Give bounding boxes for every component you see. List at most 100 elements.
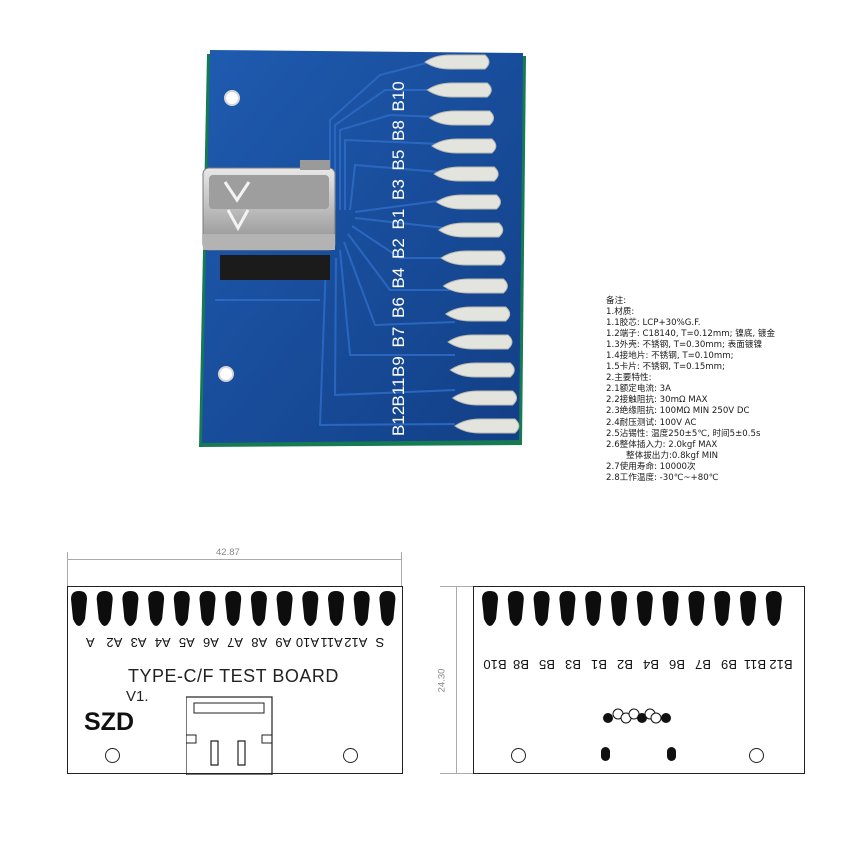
brand-logo-text: SZD	[84, 708, 134, 736]
width-dim-tick-left	[67, 552, 68, 586]
drawing-pad	[71, 591, 87, 626]
pcb-pin-label: B5	[389, 150, 408, 171]
drawing-pad	[148, 591, 165, 626]
pin-label: A4	[154, 635, 171, 650]
notes-line: 1.3外壳: 不锈钢, T=0.30mm; 表面镀镍	[606, 340, 763, 351]
drawing-pad	[225, 591, 242, 626]
notes-title: 备注:	[606, 296, 627, 306]
pcb-pin-label: B9	[389, 356, 408, 377]
notes-line: 2.2接触阻抗: 30mΩ MAX	[606, 395, 708, 406]
notes-line: 整体拔出力:0.8kgf MIN	[626, 450, 719, 461]
drawing-pad	[740, 591, 756, 626]
notes-line: 2.8工作温度: -30℃~+80℃	[606, 472, 719, 483]
mounting-hole-left-icon	[511, 748, 526, 763]
solder-pad	[442, 278, 508, 294]
back-pads	[482, 591, 782, 626]
solder-pad	[433, 166, 499, 182]
pin-label: A	[85, 635, 95, 650]
drawing-pad	[353, 591, 370, 626]
pcb-pin-label: B3	[389, 179, 408, 200]
drawing-pad	[533, 591, 550, 626]
height-dim-line	[456, 587, 457, 773]
mounting-hole-left-icon	[105, 748, 120, 763]
solder-pad	[426, 82, 492, 98]
width-dim-tick-right	[401, 552, 402, 586]
pcb-pin-label: B4	[389, 268, 408, 289]
drawing-pad	[585, 591, 602, 626]
notes-line: 2.3绝缘阻抗: 100MΩ MIN 250V DC	[606, 406, 750, 417]
mounting-hole-right-icon	[749, 748, 764, 763]
height-dim-tick-bottom	[440, 773, 474, 774]
pin-label: B4	[643, 657, 659, 672]
notes-line: 1.材质:	[606, 307, 635, 318]
notes-line: 1.1胶芯: LCP+30%G.F.	[606, 318, 701, 329]
pin-label: B3	[565, 657, 581, 672]
pin-label: A12	[344, 635, 368, 650]
notes-line: 2.主要特性:	[606, 373, 652, 384]
pin-label: A9	[275, 635, 292, 650]
pin-label: B2	[617, 657, 633, 672]
solder-pads	[424, 54, 520, 434]
pin-label: A11	[320, 635, 343, 650]
pin-label: S	[375, 635, 385, 650]
width-dimension: 42.87	[216, 547, 240, 558]
pin-label: B7	[695, 657, 711, 672]
drawing-pad	[507, 591, 524, 626]
mounting-hole-right-icon	[343, 748, 358, 763]
drawing-pad	[250, 591, 267, 626]
front-pads	[71, 591, 396, 626]
notes-line: 1.5卡片: 不锈钢, T=0.15mm;	[606, 362, 725, 373]
drawing-pad	[328, 591, 344, 626]
solder-pad	[451, 390, 518, 406]
pin-label: B1	[591, 657, 607, 672]
drawing-pad	[96, 591, 113, 626]
solder-pad	[444, 306, 511, 322]
height-dimension: 24.30	[436, 668, 448, 693]
solder-pad	[424, 54, 490, 70]
drawing-pad	[482, 591, 498, 626]
version-label: V1.	[126, 688, 149, 705]
pin-label: B8	[513, 657, 529, 672]
pin-label: A6	[203, 635, 219, 650]
solder-pad	[447, 334, 513, 350]
pin-label: A3	[130, 635, 147, 650]
notes-line: 2.5沾锡性: 温度250±5℃, 时间5±0.5s	[606, 428, 761, 439]
usb-c-connector	[202, 160, 336, 280]
pin-label: A7	[227, 635, 244, 650]
pin-label: A5	[178, 635, 195, 650]
drawing-pad	[276, 591, 293, 626]
notes-line: 2.1额定电流: 3A	[606, 384, 672, 395]
drawing-pad	[302, 591, 319, 626]
notes-line: 1.2端子: C18140, T=0.12mm; 镍底, 镀金	[606, 329, 776, 340]
pcb-pin-label: B10	[389, 81, 408, 111]
drawing-pad	[765, 591, 782, 626]
solder-pad	[454, 418, 520, 434]
solder-pad	[428, 110, 495, 126]
drawing-pad	[662, 591, 679, 626]
pcb-pin-label: B11	[389, 378, 408, 407]
drawing-pad	[199, 591, 216, 626]
pin-label: B9	[721, 657, 737, 672]
notes-line: 1.4接地片: 不锈钢, T=0.10mm;	[606, 351, 734, 362]
notes-line: 2.4耐压测试: 100V AC	[606, 417, 697, 428]
solder-pad	[431, 138, 497, 154]
solder-pad	[435, 194, 501, 210]
board-title: TYPE-C/F TEST BOARD	[128, 666, 339, 686]
pin-label: A2	[106, 635, 123, 650]
notes-line: 2.7使用寿命: 10000次	[606, 461, 696, 472]
pin-label: B10	[483, 657, 507, 672]
drawing-pad	[611, 591, 627, 626]
pcb-pin-label: B6	[389, 297, 408, 318]
pin-label: B6	[669, 657, 685, 672]
pin-label: A10	[295, 635, 320, 650]
pin-label: A8	[251, 635, 268, 650]
notes-lines: 1.材质:1.1胶芯: LCP+30%G.F.1.2端子: C18140, T=…	[606, 307, 842, 484]
drawing-pad	[122, 591, 139, 626]
solder-pad	[449, 362, 515, 378]
pin-label: B5	[539, 657, 555, 672]
